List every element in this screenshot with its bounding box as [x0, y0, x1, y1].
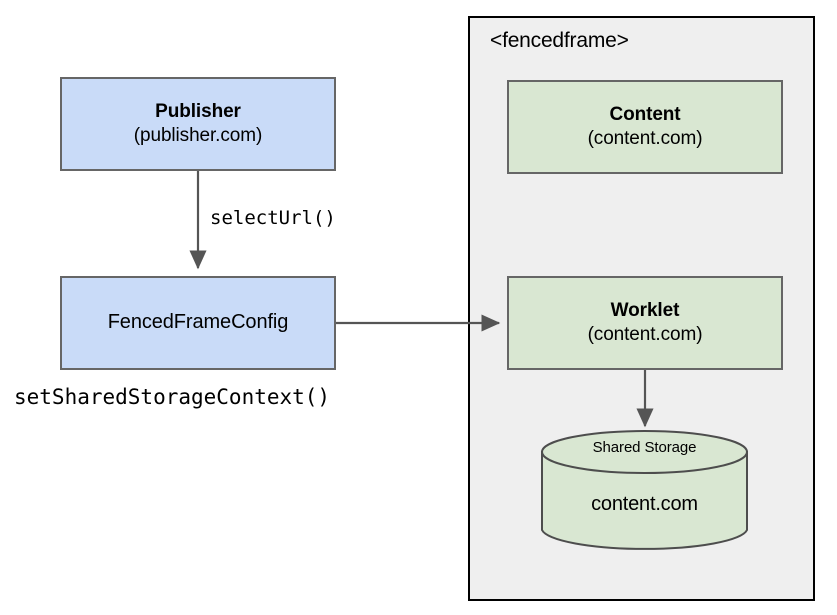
- node-publisher-subtitle: (publisher.com): [133, 125, 263, 146]
- annotation-set-shared-storage-context: setSharedStorageContext(): [14, 385, 331, 409]
- node-fencedframeconfig[interactable]: FencedFrameConfig: [60, 276, 336, 370]
- edge-label-select-url: selectUrl(): [210, 207, 336, 229]
- node-worklet[interactable]: Worklet (content.com): [507, 276, 783, 370]
- node-fencedframeconfig-label: FencedFrameConfig: [107, 311, 289, 334]
- node-content[interactable]: Content (content.com): [507, 80, 783, 174]
- shared-storage-body-label: content.com: [591, 493, 698, 515]
- shared-storage-top-label: Shared Storage: [592, 439, 697, 456]
- node-content-subtitle: (content.com): [587, 128, 703, 149]
- node-publisher-title: Publisher: [155, 100, 241, 122]
- node-content-title: Content: [609, 103, 681, 125]
- node-publisher[interactable]: Publisher (publisher.com): [60, 77, 336, 171]
- node-shared-storage[interactable]: Shared Storage content.com: [541, 430, 748, 552]
- cylinder-shape: [541, 430, 748, 550]
- node-worklet-title: Worklet: [610, 299, 680, 321]
- node-worklet-subtitle: (content.com): [587, 324, 703, 345]
- fencedframe-label: <fencedframe>: [490, 29, 629, 52]
